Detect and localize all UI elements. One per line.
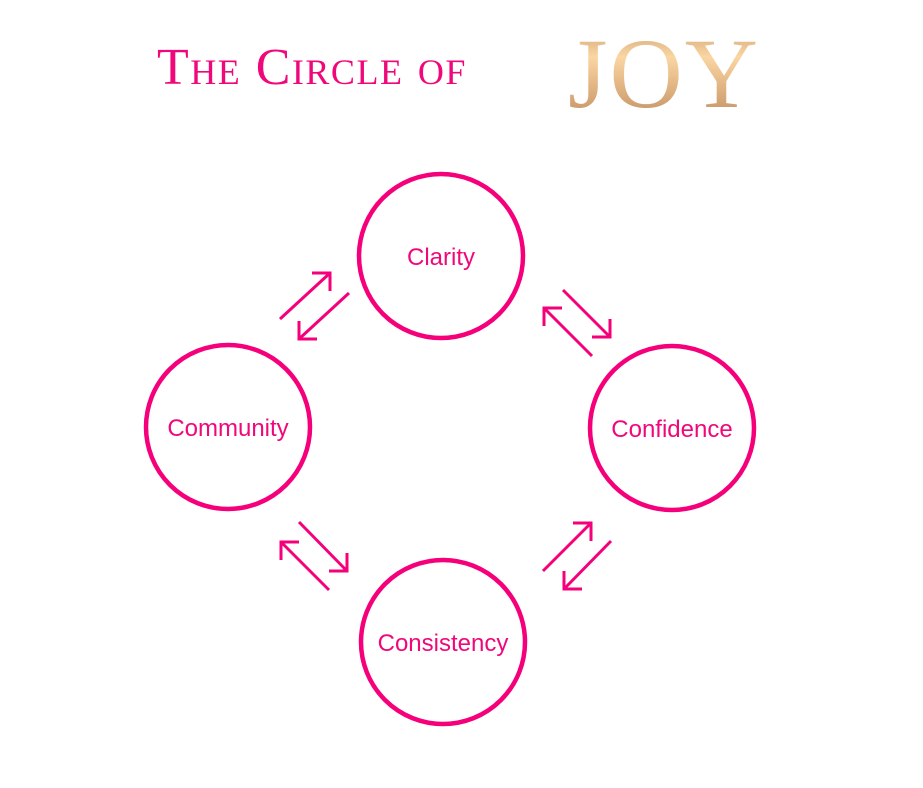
node-clarity: Clarity bbox=[356, 171, 526, 341]
arrow-down-right-icon bbox=[561, 288, 612, 339]
node-label: Confidence bbox=[611, 416, 732, 443]
title-accent-text: JOY bbox=[568, 18, 760, 129]
node-circle bbox=[356, 171, 526, 341]
arrow-up-left-icon bbox=[279, 540, 331, 592]
connector-community-clarity bbox=[278, 271, 351, 341]
connector-consistency-community bbox=[279, 520, 349, 592]
node-label: Consistency bbox=[378, 630, 509, 657]
node-label: Community bbox=[167, 415, 288, 442]
arrow-up-right-icon bbox=[278, 271, 332, 321]
arrow-down-right-icon bbox=[297, 520, 349, 573]
arrow-up-right-icon bbox=[541, 521, 593, 573]
connector-clarity-confidence bbox=[542, 288, 612, 358]
node-circle bbox=[358, 557, 528, 727]
title-accent-joy: JOY bbox=[568, 18, 760, 129]
arrow-down-left-icon bbox=[297, 291, 351, 341]
node-label: Clarity bbox=[407, 244, 475, 271]
page-title: The Circle of JOY bbox=[0, 0, 923, 150]
node-community: Community bbox=[143, 342, 313, 512]
arrow-down-left-icon bbox=[562, 539, 613, 591]
connector-confidence-consistency bbox=[541, 521, 613, 591]
node-consistency: Consistency bbox=[358, 557, 528, 727]
arrow-up-left-icon bbox=[542, 306, 594, 358]
title-text: The Circle of bbox=[157, 39, 467, 96]
node-circle bbox=[587, 343, 757, 513]
node-circle bbox=[143, 342, 313, 512]
node-confidence: Confidence bbox=[587, 343, 757, 513]
